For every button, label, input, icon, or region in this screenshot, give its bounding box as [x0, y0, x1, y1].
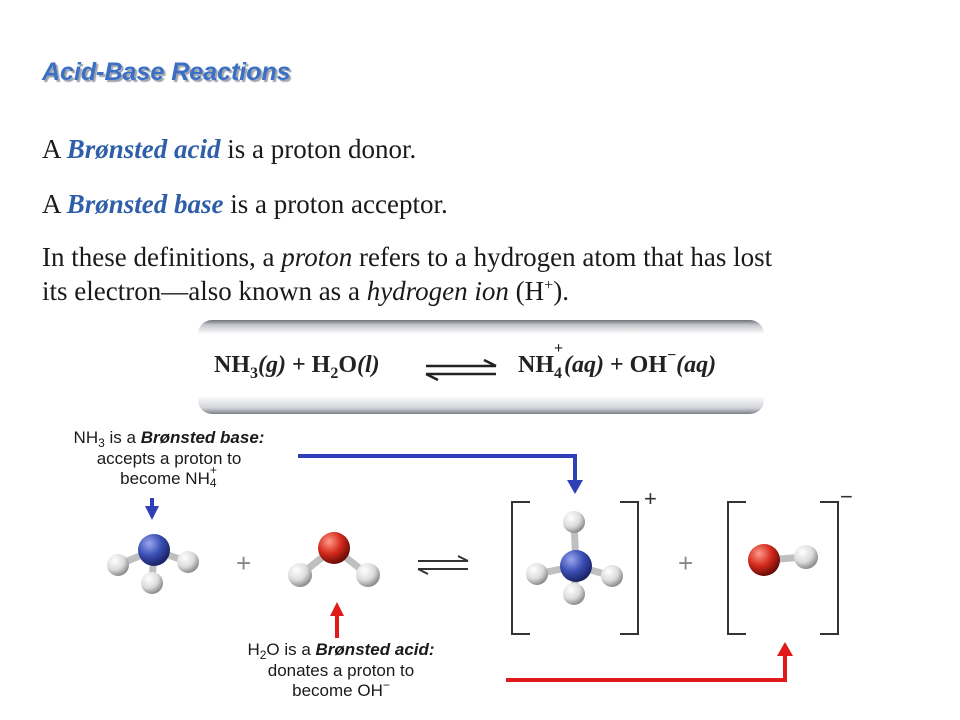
acid-note-line1: H2O is a Brønsted acid: — [196, 640, 486, 662]
water-subscript: 2 — [330, 365, 339, 382]
diagram-plus-left: + — [236, 548, 252, 578]
h-ion-close: ). — [553, 276, 569, 306]
ammonium-molecule — [526, 511, 623, 605]
proton-text-a: In these definitions, a — [42, 242, 282, 272]
ammonia-molecule — [107, 534, 199, 594]
electron-text: its electron—also known as a — [42, 276, 367, 306]
base-note-term: Brønsted base: — [140, 428, 265, 447]
ammonium-state: (aq) — [564, 352, 604, 378]
acid-note-term: Brønsted acid: — [315, 640, 435, 659]
proton-text-c: refers to a hydrogen atom that has lost — [352, 242, 773, 272]
ammonium-bracket-charge: + — [644, 486, 657, 511]
diagram-equilibrium-arrow — [417, 555, 469, 575]
proton-def-line1: In these definitions, a proton refers to… — [42, 240, 772, 274]
equation-reactants: NH3(g) + H2O(l) — [214, 352, 380, 382]
bronsted-base-definition: A Brønsted base is a proton acceptor. — [42, 187, 448, 221]
acid-note-line2: donates a proton to — [267, 661, 415, 680]
acid-note-sub: 2 — [259, 648, 267, 662]
acid-note-h: H — [247, 640, 260, 659]
h-ion-charge: + — [544, 277, 554, 294]
base-note-sub: 3 — [98, 436, 105, 450]
water-o: O — [338, 352, 358, 378]
acid-term: Brønsted acid — [66, 134, 221, 164]
base-arrow-to-ammonia — [145, 498, 159, 520]
hydroxide-molecule — [748, 544, 818, 576]
hydroxide-state: (aq) — [676, 352, 717, 378]
acid-arrow-to-hydroxide — [506, 642, 793, 682]
acid-annotation: H2O is a Brønsted acid: donates a proton… — [196, 640, 486, 702]
base-note-become: become NH — [120, 469, 210, 488]
page-title: Acid-Base Reactions — [42, 58, 291, 86]
acid-note-become: become OH — [292, 681, 383, 700]
proton-def-line2: its electron—also known as a hydrogen io… — [42, 274, 772, 313]
equation-products: NH+4(aq) + OH−(aq) — [518, 340, 717, 382]
base-def-pre: A — [42, 189, 67, 219]
base-def-post: is a proton acceptor. — [223, 189, 448, 219]
water-state: (l) — [357, 352, 380, 378]
ammonia-state: (g) — [258, 352, 286, 378]
hydrogen-ion-term: hydrogen ion — [366, 276, 509, 306]
diagram-plus-right: + — [678, 548, 694, 578]
ammonium-subscript: 4 — [554, 365, 562, 382]
base-annotation: NH3 is a Brønsted base: accepts a proton… — [24, 428, 314, 490]
ammonia-subscript: 3 — [250, 365, 258, 382]
base-note-nh: NH — [73, 428, 99, 447]
base-note-sub4: 4 — [209, 476, 217, 490]
proton-word: proton — [281, 242, 353, 272]
base-note-line1: NH3 is a Brønsted base: — [24, 428, 314, 450]
bronsted-acid-definition: A Brønsted acid is a proton donor. — [42, 132, 416, 166]
acid-arrow-to-water — [330, 602, 344, 638]
proton-definition: In these definitions, a proton refers to… — [42, 240, 772, 313]
acid-note-charge: − — [382, 678, 390, 692]
equation-equilibrium-arrow — [425, 358, 497, 382]
base-note-line3: become NH+4 — [24, 463, 314, 490]
hydroxide-charge: − — [667, 347, 677, 364]
ammonium-charge: + — [554, 340, 564, 357]
base-note-charge: + — [209, 463, 217, 477]
water-h: H — [311, 352, 331, 378]
base-note-is: is a — [104, 428, 141, 447]
acid-def-pre: A — [42, 134, 67, 164]
ammonium-brackets — [511, 501, 639, 635]
acid-def-post: is a proton donor. — [220, 134, 417, 164]
base-term: Brønsted base — [66, 189, 224, 219]
eq-plus-left: + — [285, 352, 312, 378]
hydroxide-bracket-charge: − — [840, 484, 853, 509]
ammonium-formula: NH — [518, 352, 554, 378]
base-arrow-to-ammonium — [298, 454, 583, 494]
hydroxide-formula: OH — [629, 352, 668, 378]
hydroxide-brackets — [727, 501, 839, 635]
acid-note-line3: become OH− — [196, 678, 486, 702]
ammonia-formula: NH — [214, 352, 250, 378]
h-ion-open: (H — [508, 276, 545, 306]
base-note-line2: accepts a proton to — [96, 449, 242, 468]
acid-note-is: O is a — [266, 640, 316, 659]
water-molecule — [288, 532, 380, 587]
eq-plus-right: + — [603, 352, 630, 378]
